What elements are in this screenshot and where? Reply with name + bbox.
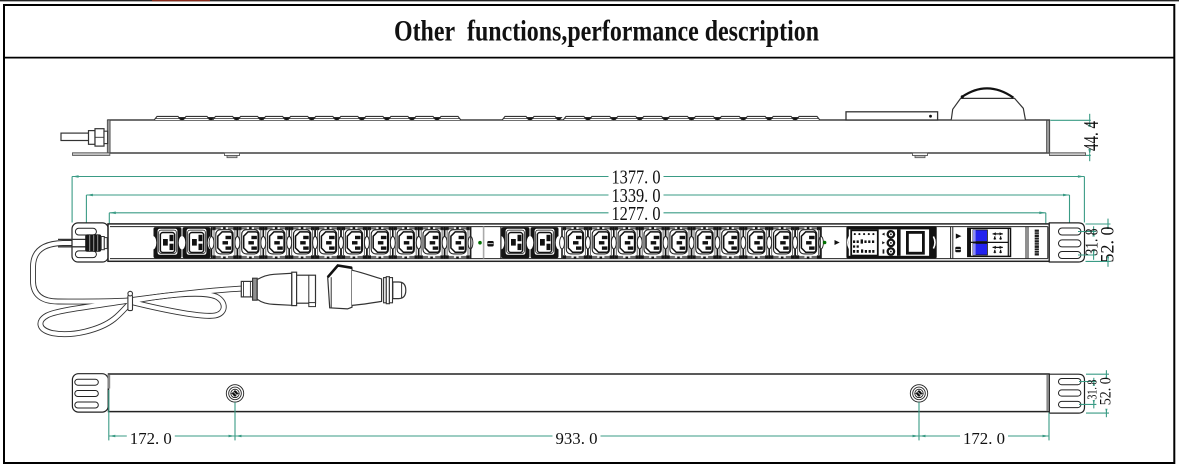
svg-text:44. 4: 44. 4 (1079, 121, 1103, 151)
svg-text:1377. 0: 1377. 0 (612, 168, 661, 189)
svg-text:172. 0: 172. 0 (963, 429, 1005, 448)
svg-text:31. 8: 31. 8 (1086, 380, 1101, 400)
svg-text:52. 0: 52. 0 (1098, 227, 1119, 263)
svg-text:31. 8: 31. 8 (1081, 228, 1101, 255)
svg-text:Other functions,performance d: Other functions,performance description (394, 16, 819, 48)
svg-text:1277. 0: 1277. 0 (612, 204, 661, 225)
svg-text:933. 0: 933. 0 (556, 429, 598, 448)
svg-text:172. 0: 172. 0 (130, 429, 172, 448)
svg-text:1339. 0: 1339. 0 (612, 186, 661, 207)
svg-text:52. 0: 52. 0 (1097, 377, 1114, 405)
